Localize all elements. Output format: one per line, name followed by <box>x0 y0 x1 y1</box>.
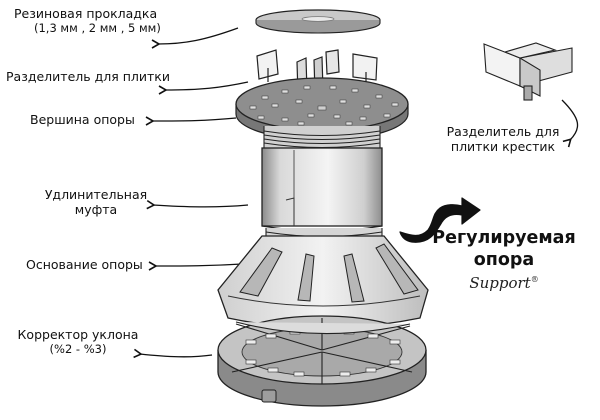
label-cross-line2: плитки крестик <box>450 139 556 154</box>
registered-mark: ® <box>530 275 539 284</box>
cross-spacer <box>483 42 573 101</box>
label-base: Основание опоры <box>26 257 143 272</box>
label-cross: Разделитель для плитки крестик <box>428 124 578 154</box>
rubber-gasket <box>255 9 381 34</box>
arrow-top <box>145 116 237 126</box>
arrow-base <box>148 261 243 271</box>
arrow-sleeve <box>146 199 249 210</box>
label-top: Вершина опоры <box>30 112 135 127</box>
label-sleeve-line1: Удлинительная <box>44 187 148 202</box>
brand-name: Support® <box>424 274 584 292</box>
label-spacer: Разделитель для плитки <box>6 69 170 84</box>
label-slope-line2: (%2 - %3) <box>49 342 107 356</box>
brand-name-text: Support <box>469 274 531 292</box>
label-sleeve-line2: муфта <box>74 202 118 217</box>
label-slope-line1: Корректор уклона <box>17 327 139 342</box>
arrow-spacer <box>158 81 249 95</box>
title-line1: Регулируемая <box>432 228 576 248</box>
label-slope: Корректор уклона (%2 - %3) <box>8 327 148 357</box>
label-gasket: Резиновая прокладка (1,3 мм , 2 мм , 5 м… <box>14 6 161 36</box>
slope-corrector <box>217 315 427 407</box>
leader-arrows <box>133 27 579 359</box>
label-sleeve: Удлинительная муфта <box>36 187 156 217</box>
arrow-cross <box>561 99 579 148</box>
label-cross-line1: Разделитель для <box>446 124 560 139</box>
support-base <box>217 235 429 329</box>
extension-sleeve <box>261 147 383 232</box>
thread-upper <box>263 126 381 149</box>
arrow-slope <box>133 348 213 359</box>
pointer-arrow-icon <box>399 197 481 243</box>
title-line2: опора <box>473 250 535 270</box>
arrow-gasket <box>151 27 239 49</box>
label-gasket-line1: Резиновая прокладка <box>14 6 158 21</box>
label-gasket-line2: (1,3 мм , 2 мм , 5 мм) <box>34 21 161 35</box>
